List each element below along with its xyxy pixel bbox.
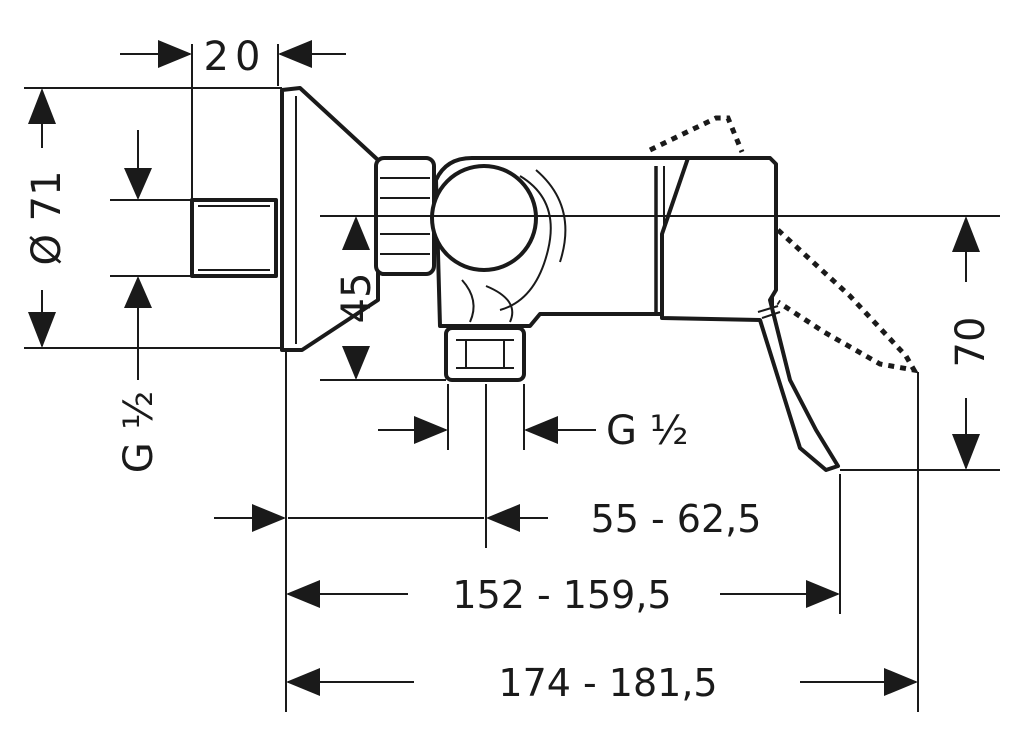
inlet-pipe <box>192 200 276 276</box>
valve-chamber <box>432 166 536 270</box>
mixer-body-outline <box>192 88 914 470</box>
dim-lever-reach: 152 - 159,5 <box>452 573 671 617</box>
dim-outlet-thread: G ½ <box>606 408 688 454</box>
outlet-nut <box>446 328 524 380</box>
dim-flange-diameter: Ø 71 <box>24 170 70 265</box>
dim-outlet-offset: 55 - 62,5 <box>591 497 762 541</box>
dim-flange-width: 20 <box>204 34 267 80</box>
lever-tilted-position <box>778 230 914 370</box>
dim-total-length: 174 - 181,5 <box>498 661 717 705</box>
lever-open-position <box>650 118 742 152</box>
dim-outlet-height: 45 <box>334 273 380 324</box>
dim-lever-height: 70 <box>948 317 994 368</box>
dim-inlet-thread: G ½ <box>116 391 162 473</box>
